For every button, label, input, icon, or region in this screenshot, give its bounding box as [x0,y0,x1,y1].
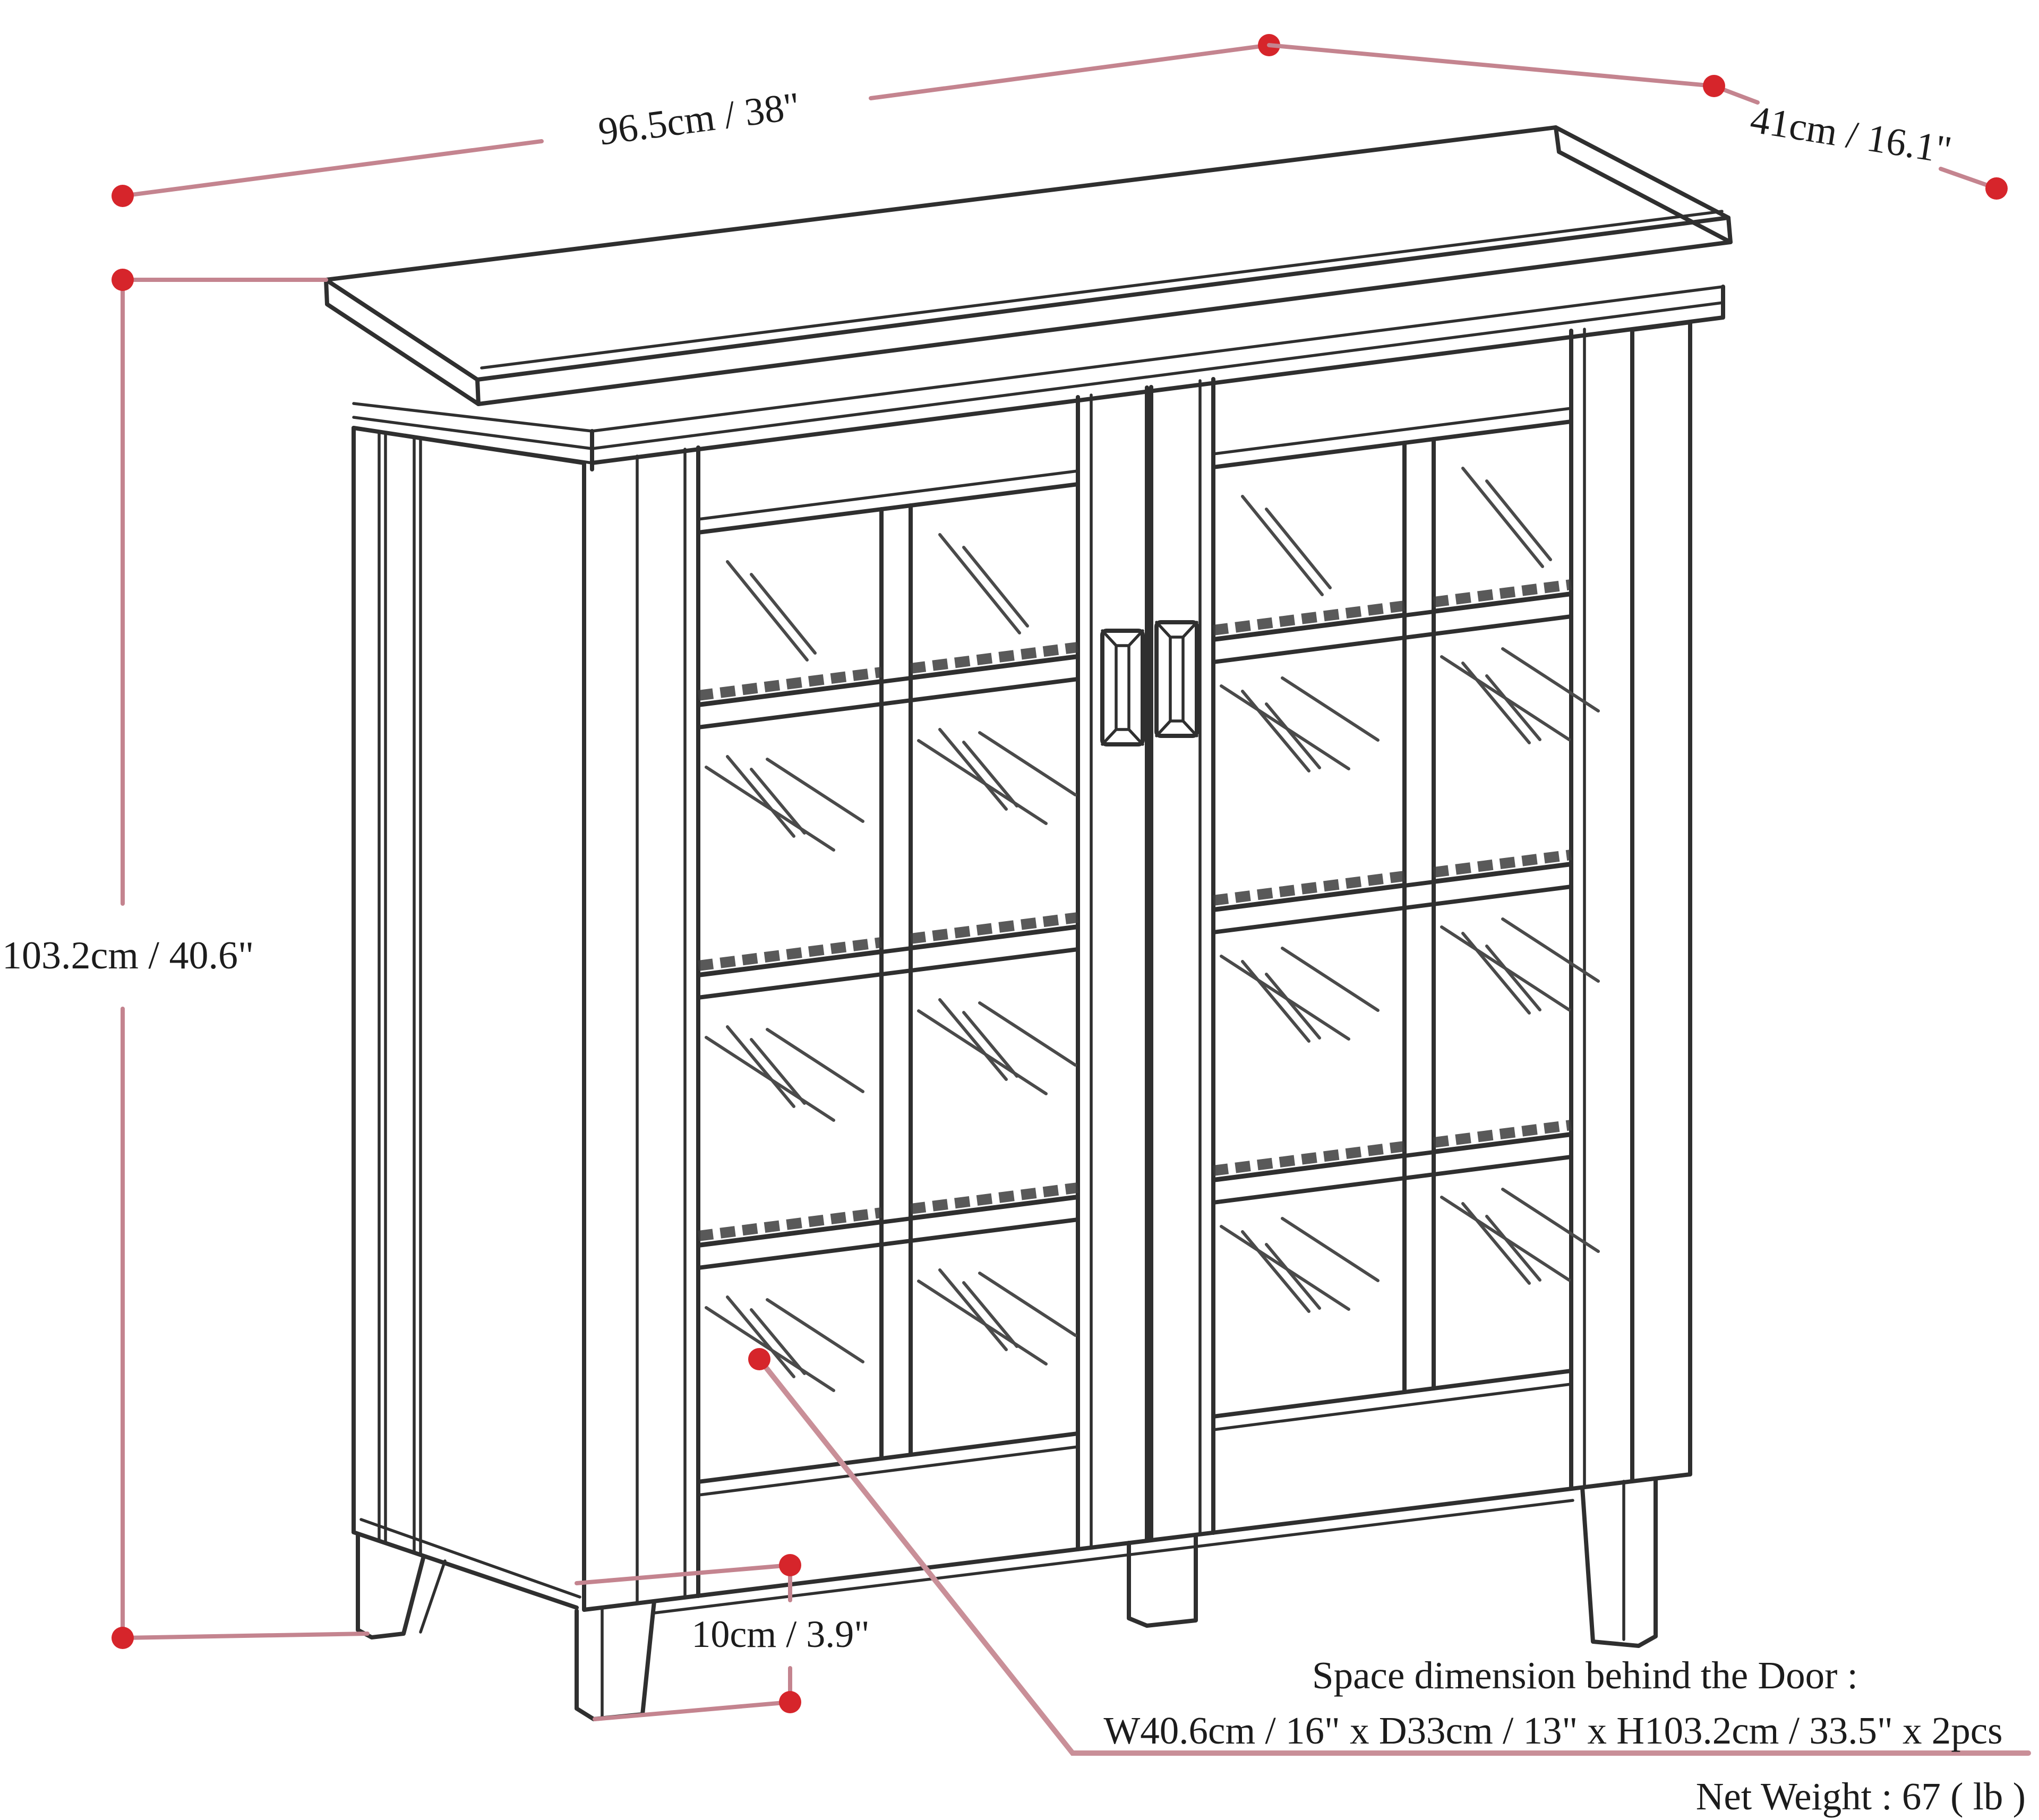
left-door [683,393,1093,1599]
width-label: 96.5cm / 38" [596,84,802,154]
glass-shine-lines [726,467,1552,1378]
dimension-dot [779,1554,801,1576]
depth-dimension: 41cm / 16.1" [1267,43,2008,200]
cabinet-left-side [352,426,586,1610]
door-space-note-line1: Space dimension behind the Door : [1312,1654,1858,1697]
cabinet-top-slab [324,125,1733,406]
front-right-leg [1580,1476,1658,1648]
door-space-note: Space dimension behind the Door : W40.6c… [748,1348,2031,1756]
dimension-dot [779,1691,801,1713]
dimension-dot [112,269,134,291]
door-space-note-line2: W40.6cm / 16" x D33cm / 13" x H103.2cm /… [1103,1709,2002,1752]
dimension-dot [1703,75,1725,97]
depth-label: 41cm / 16.1" [1747,98,1955,173]
left-door-handle [1100,629,1145,746]
back-left-leg [356,1532,426,1639]
dimension-dot [112,1627,134,1649]
right-door-handle [1154,620,1199,738]
right-door [1198,328,1586,1536]
height-dimension: 103.2cm / 40.6" [2,269,370,1649]
door-handles [1100,620,1199,746]
height-label: 103.2cm / 40.6" [2,934,254,977]
door-gap [1145,385,1153,1543]
cabinet-molding [352,285,1725,471]
center-support [1127,1533,1198,1628]
dimension-dot [112,185,134,207]
dimension-dot [1985,177,2008,200]
cabinet-drawing [324,125,1733,1721]
cabinet-front-face [582,320,1692,1615]
leg-height-dimension: 10cm / 3.9" [575,1554,870,1721]
net-weight-label: Net Weight : 67 ( lb ) [1696,1775,2026,1818]
dimension-dot [748,1348,770,1370]
leg-height-label: 10cm / 3.9" [691,1613,869,1655]
front-left-leg [575,1599,656,1721]
top-width-dimension: 96.5cm / 38" [112,34,1280,207]
